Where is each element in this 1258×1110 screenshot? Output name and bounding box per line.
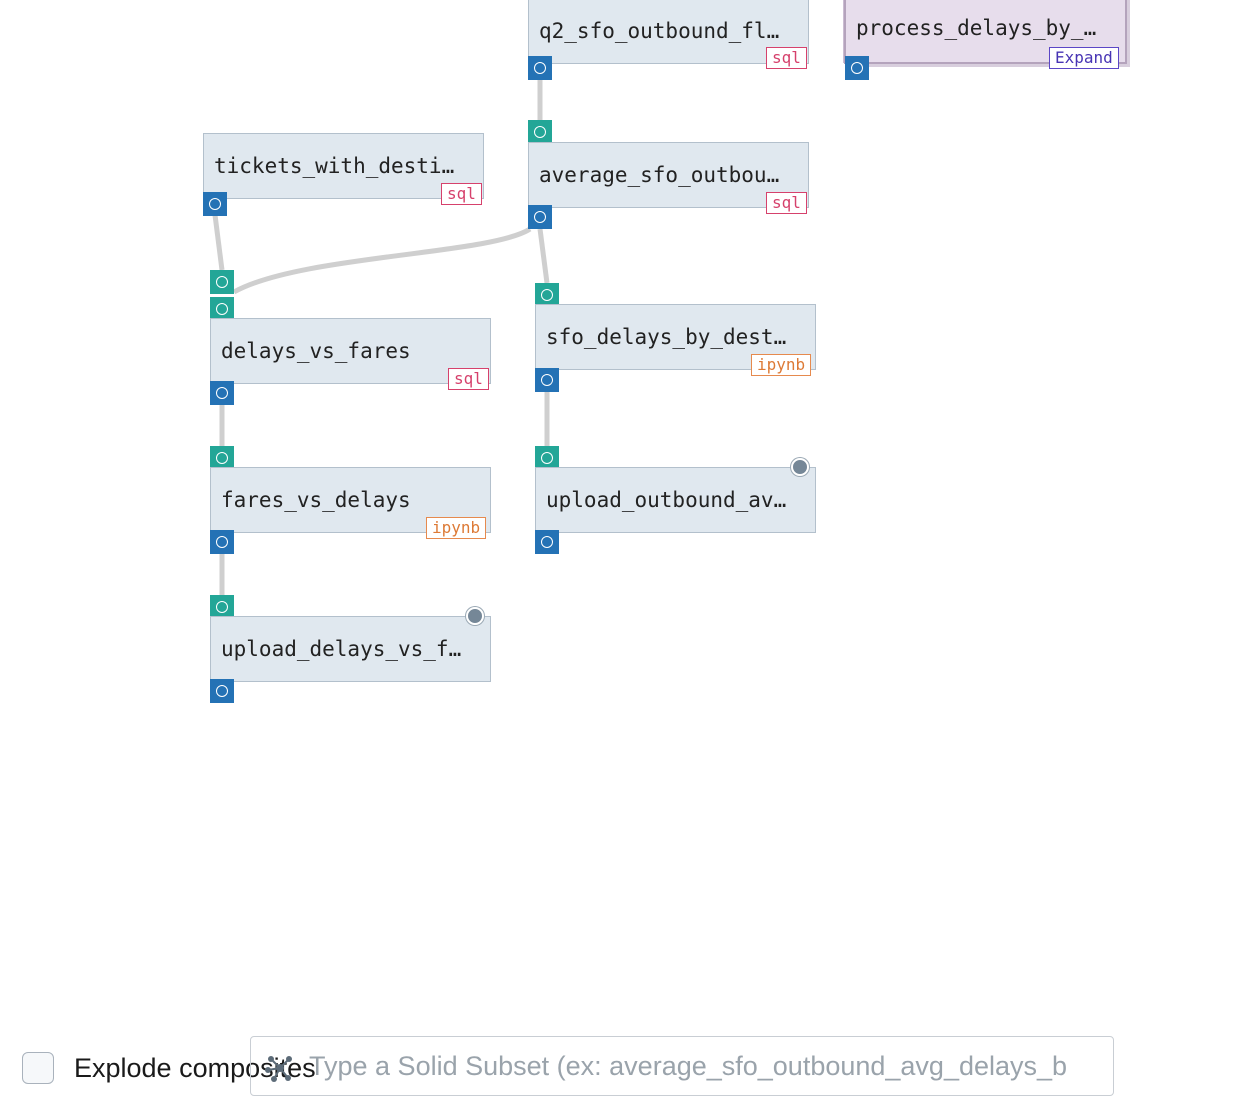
solid-delays-vs-fares[interactable]: delays_vs_fares <box>210 318 491 384</box>
solid-title: upload_delays_vs_f… <box>221 637 462 661</box>
input-port[interactable] <box>528 120 552 144</box>
solid-title: delays_vs_fares <box>221 339 411 363</box>
edge-average-delays <box>232 226 532 295</box>
input-port[interactable] <box>210 595 234 619</box>
graph-nodes-icon <box>265 1056 292 1082</box>
solid-title: q2_sfo_outbound_fl… <box>539 19 780 43</box>
explode-composites-checkbox[interactable] <box>22 1052 54 1084</box>
solid-title: average_sfo_outbou… <box>539 163 780 187</box>
materialization-dot-icon <box>791 458 809 476</box>
output-port[interactable] <box>203 192 227 216</box>
solid-tag-sql: sql <box>441 183 482 205</box>
expand-button[interactable]: Expand <box>1049 47 1119 69</box>
output-port[interactable] <box>535 368 559 392</box>
solid-title: tickets_with_desti… <box>214 154 455 178</box>
input-port[interactable] <box>535 283 559 307</box>
edge-tickets-delays <box>212 214 225 271</box>
solid-average-sfo-outbound[interactable]: average_sfo_outbou… <box>528 142 809 208</box>
output-port[interactable] <box>535 530 559 554</box>
solid-tickets-with-destination[interactable]: tickets_with_desti… <box>203 133 484 199</box>
solid-q2-sfo-outbound[interactable]: q2_sfo_outbound_fl… <box>528 0 809 64</box>
output-port[interactable] <box>210 679 234 703</box>
bottom-toolbar: Explode composites <box>0 1030 1258 1110</box>
output-port[interactable] <box>528 56 552 80</box>
input-port[interactable] <box>210 446 234 470</box>
edge-average-sfo <box>537 228 550 284</box>
solid-upload-outbound-avg[interactable]: upload_outbound_av… <box>535 467 816 533</box>
solid-title: upload_outbound_av… <box>546 488 787 512</box>
solid-tag-ipynb: ipynb <box>751 354 812 376</box>
solid-tag-sql: sql <box>448 368 489 390</box>
input-port[interactable] <box>210 270 234 294</box>
materialization-dot-icon <box>466 607 484 625</box>
solid-subset-input[interactable] <box>250 1036 1114 1096</box>
solid-tag-ipynb: ipynb <box>426 517 487 539</box>
input-port[interactable] <box>535 446 559 470</box>
output-port[interactable] <box>845 56 869 80</box>
output-port[interactable] <box>528 205 552 229</box>
solid-tag-sql: sql <box>766 47 807 69</box>
solid-tag-sql: sql <box>766 192 807 214</box>
output-port[interactable] <box>210 530 234 554</box>
solid-upload-delays-vs-fares[interactable]: upload_delays_vs_f… <box>210 616 491 682</box>
output-port[interactable] <box>210 381 234 405</box>
input-port[interactable] <box>210 297 234 321</box>
